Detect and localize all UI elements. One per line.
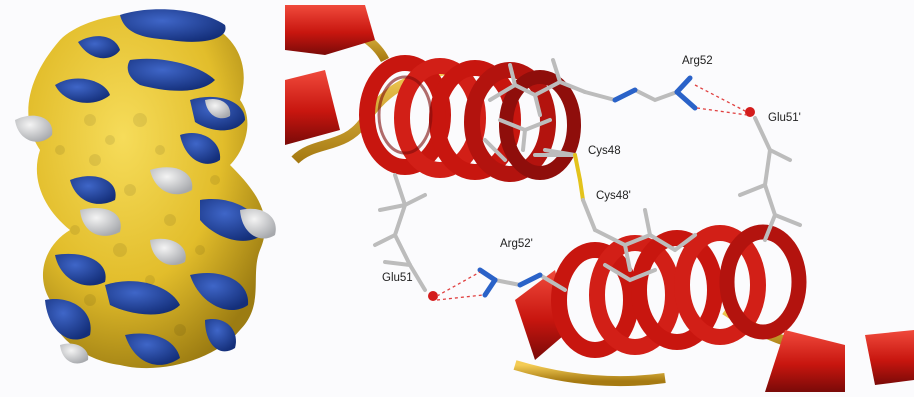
label-glu51-prime: Glu51' [768,112,801,124]
label-cys48: Cys48 [588,145,621,157]
label-arg52: Arg52 [682,55,713,67]
molecular-surface-panel [0,0,285,392]
upper-helix [367,63,574,174]
lower-helix [515,232,914,392]
label-glu51: Glu51 [382,272,413,284]
label-arg52-prime: Arg52' [500,238,533,250]
molecular-surface-icon [0,0,285,392]
label-cys48-prime: Cys48' [596,190,631,202]
